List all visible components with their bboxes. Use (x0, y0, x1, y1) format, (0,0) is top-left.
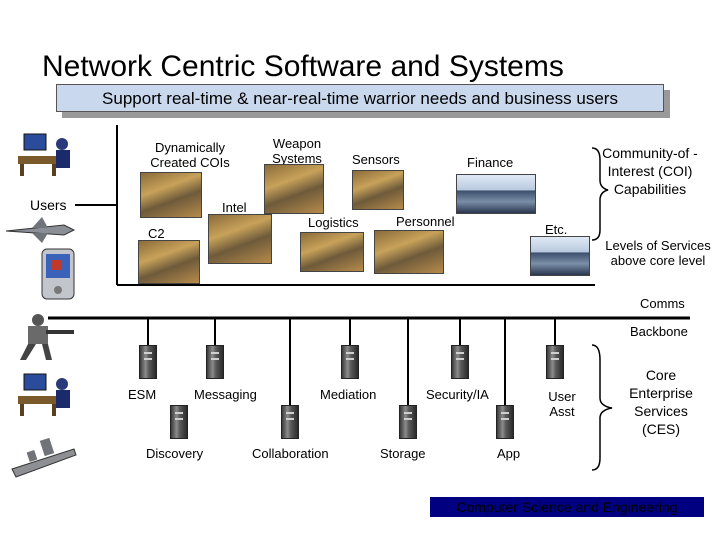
app-server-icon (496, 405, 514, 439)
messaging-label: Messaging (194, 387, 257, 402)
storage-label: Storage (380, 446, 426, 461)
user-asst-label: User Asst (548, 389, 576, 419)
esm-server-icon (139, 345, 157, 379)
ces-label: Core Enterprise Services (CES) (629, 367, 693, 437)
backbone-label: Backbone (630, 324, 688, 339)
subtitle-banner: Support real-time & near-real-time warri… (56, 84, 664, 112)
page-title: Network Centric Software and Systems (42, 50, 564, 83)
dynamically-created-cois-label: Dynamically Created COIs (150, 140, 230, 170)
personnel-label: Personnel (396, 214, 455, 229)
sensors-label: Sensors (352, 152, 400, 167)
jet-icon (4, 215, 76, 245)
logistics-photo (300, 232, 364, 272)
coi-capabilities-label: Community-of -Interest (COI) Capabilitie… (602, 145, 698, 197)
security-ia-label: Security/IA (426, 387, 489, 402)
app-label: App (497, 446, 521, 461)
storage-server-icon (399, 405, 417, 439)
ship-icon (8, 425, 78, 481)
c2-label: C2 (148, 226, 165, 241)
messaging-server-icon (206, 345, 224, 379)
esm-label: ESM (128, 387, 157, 402)
finance-label: Finance (467, 155, 514, 170)
weapon-systems-photo (264, 164, 324, 214)
pda-icon (40, 248, 76, 300)
sensors-photo (352, 170, 404, 210)
levels-of-services-label: Levels of Services above core level (605, 238, 711, 268)
security-server-icon (451, 345, 469, 379)
etc-label: Etc. (545, 222, 568, 237)
footer-banner: Computer Science and Engineering (430, 497, 704, 517)
personnel-photo (374, 230, 444, 274)
soldier-icon (12, 312, 76, 362)
dynamic-coi-photo (140, 172, 202, 218)
weapon-systems-label: Weapon Systems (272, 136, 322, 166)
users-label: Users (30, 197, 67, 213)
etc-photo (530, 236, 590, 276)
c2-photo (138, 240, 200, 284)
discovery-server-icon (170, 405, 188, 439)
desk-user-icon (16, 128, 74, 176)
collaboration-label: Collaboration (252, 446, 329, 461)
finance-photo (456, 174, 536, 214)
desk-user-2-icon (16, 368, 74, 418)
intel-photo (208, 214, 272, 264)
user-asst-server-icon (546, 345, 564, 379)
intel-label: Intel (222, 200, 247, 215)
collaboration-server-icon (281, 405, 299, 439)
mediation-label: Mediation (320, 387, 377, 402)
comms-label: Comms (640, 296, 685, 311)
discovery-label: Discovery (146, 446, 204, 461)
logistics-label: Logistics (308, 215, 359, 230)
mediation-server-icon (341, 345, 359, 379)
